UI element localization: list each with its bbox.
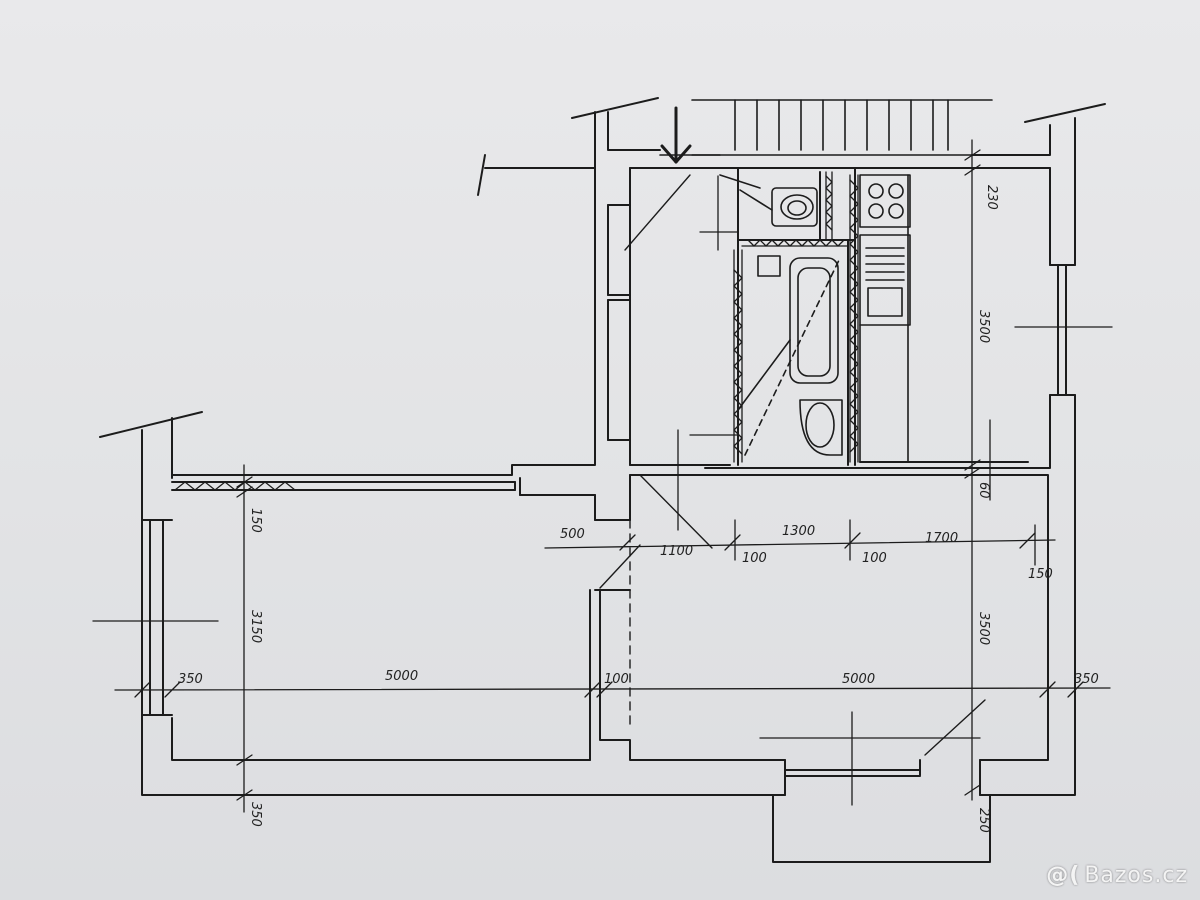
dim-150-left: 150: [248, 508, 263, 533]
dim-60: 60: [976, 482, 991, 499]
dim-100-mid: 100: [604, 672, 629, 687]
bathtub-icon: [789, 257, 839, 384]
watermark-text: Bazos.cz: [1084, 863, 1188, 888]
dim-350-left: 350: [178, 672, 203, 687]
watermark-logo: @(: [1046, 863, 1081, 888]
dimension-labels: 230 3500 60 500 1100 100 1300 100 1700 1…: [178, 185, 1099, 833]
door-swings: [599, 174, 986, 756]
boiler-icon: [757, 255, 781, 277]
toilet-icon: [771, 187, 818, 227]
washbasin-icon: [799, 399, 843, 456]
dim-5000-left: 5000: [385, 669, 418, 684]
kitchen-fixtures: [859, 174, 911, 463]
dim-3500-kitchen: 3500: [976, 310, 991, 343]
sink-icon: [859, 234, 911, 326]
dim-1700: 1700: [925, 531, 958, 546]
dim-3500-room: 3500: [976, 612, 991, 645]
staircase: [659, 99, 993, 156]
dim-250-bottom-right: 250: [976, 808, 991, 833]
dimension-lines: [92, 139, 1113, 813]
dim-500: 500: [560, 527, 585, 542]
dim-350-right: 350: [1074, 672, 1099, 687]
dim-230: 230: [984, 185, 999, 210]
stove-icon: [859, 174, 911, 228]
balcony: [772, 794, 991, 863]
dim-1300: 1300: [782, 524, 815, 539]
walls: [99, 97, 1106, 796]
dim-150: 150: [1028, 567, 1053, 582]
dim-3150: 3150: [248, 610, 263, 643]
dim-100-b: 100: [862, 551, 887, 566]
dim-350-bottom-left: 350: [248, 802, 263, 827]
watermark: @(Bazos.cz: [1046, 863, 1188, 888]
corridor-hatching: [174, 481, 296, 491]
dim-100-a: 100: [742, 551, 767, 566]
bathroom-fixtures: [719, 174, 843, 456]
dim-5000-right: 5000: [842, 672, 875, 687]
dim-1100: 1100: [660, 544, 693, 559]
entrance-arrow-icon: [660, 106, 692, 164]
hatched-partitions: [733, 171, 859, 463]
